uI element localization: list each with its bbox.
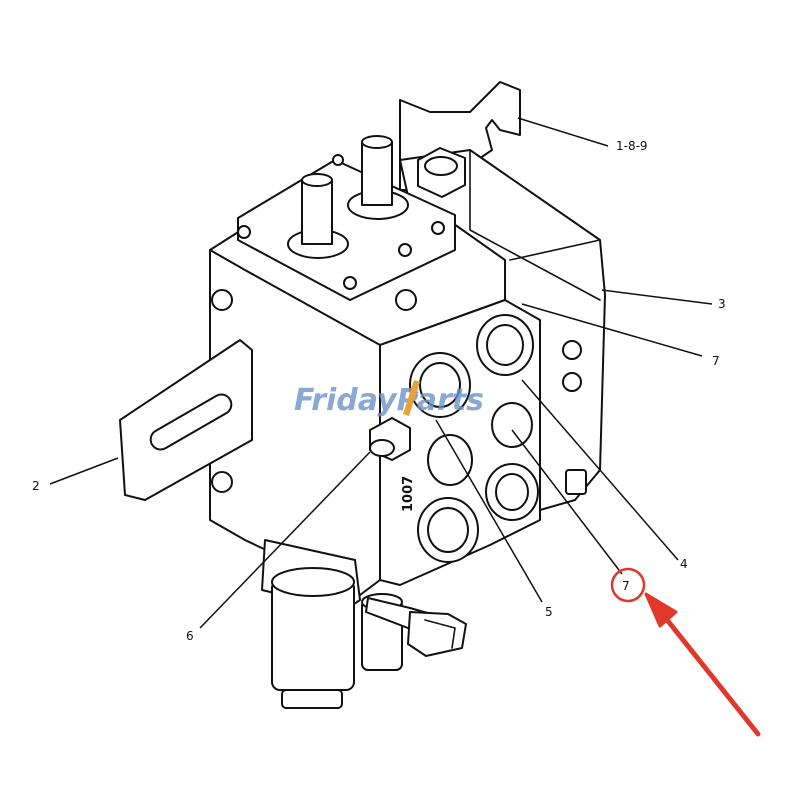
spool-left bbox=[301, 179, 333, 245]
callout-4: 4 bbox=[680, 557, 688, 571]
body-stamp: 1007 bbox=[401, 476, 416, 512]
leader-6 bbox=[199, 451, 371, 629]
port-group bbox=[409, 314, 539, 563]
solenoid bbox=[261, 539, 403, 709]
connector-plug bbox=[365, 597, 467, 657]
spool-right bbox=[361, 141, 393, 206]
leader-2 bbox=[49, 457, 119, 485]
leader-7-lower bbox=[511, 429, 623, 575]
leader-4 bbox=[521, 379, 679, 561]
callout-3: 3 bbox=[718, 297, 726, 311]
callout-7-lower: 7 bbox=[622, 579, 630, 593]
highlight-arrow bbox=[644, 592, 761, 737]
callout-7-upper: 7 bbox=[712, 354, 720, 368]
watermark-text: FridayParts bbox=[294, 383, 484, 418]
leader-5 bbox=[435, 419, 543, 603]
callout-1-8-9: 1-8-9 bbox=[616, 139, 648, 153]
callout-5: 5 bbox=[545, 605, 553, 619]
watermark-logo: FridayParts bbox=[294, 380, 484, 418]
callout-2: 2 bbox=[32, 479, 40, 493]
leader-3 bbox=[601, 289, 713, 305]
leader-1-8-9 bbox=[517, 117, 609, 147]
leader-7-upper bbox=[521, 303, 703, 357]
highlight-circle bbox=[610, 567, 646, 603]
main-valve-front bbox=[209, 249, 381, 596]
callout-6: 6 bbox=[186, 629, 194, 643]
